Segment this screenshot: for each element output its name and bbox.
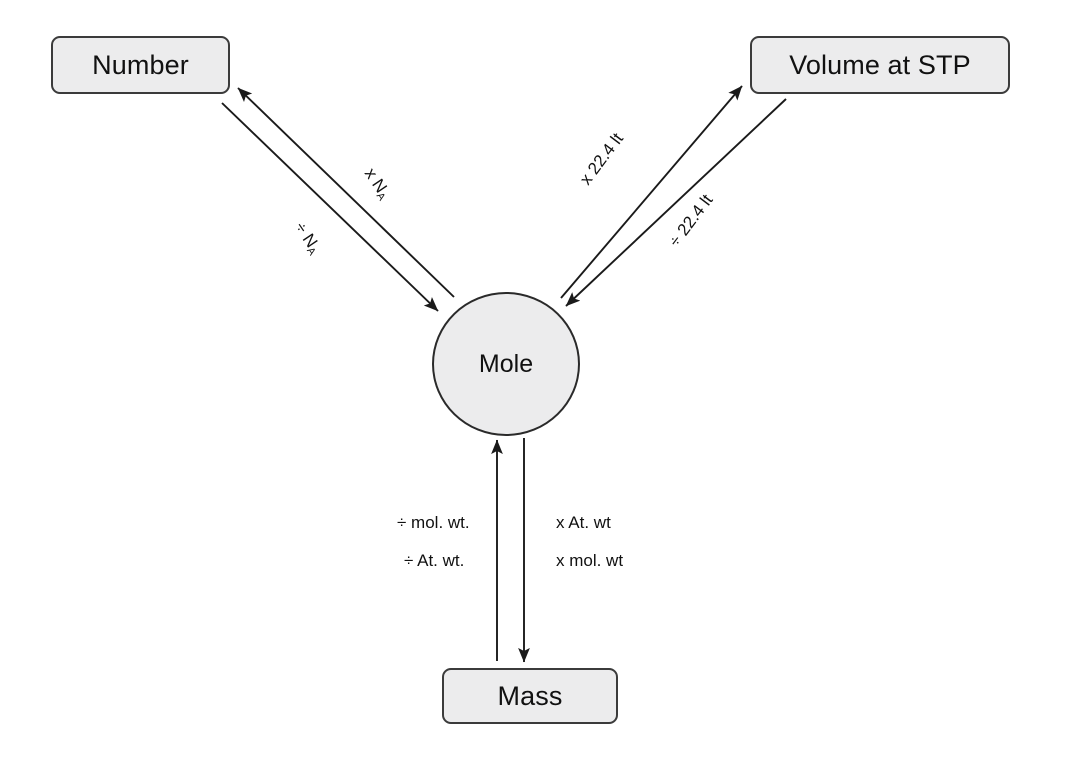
node-mole-label: Mole: [478, 349, 534, 378]
node-mass[interactable]: Mass: [442, 668, 618, 724]
node-mass-label: Mass: [497, 680, 563, 711]
node-volume-at-stp[interactable]: Volume at STP: [750, 36, 1010, 94]
node-number-label: Number: [92, 49, 189, 80]
edge-label-mass-to-mole-secondary: ÷ At. wt.: [404, 551, 465, 570]
edge-number-to-mole: [221, 102, 439, 312]
node-volume-at-stp-label: Volume at STP: [789, 49, 971, 80]
edge-label-mass-to-mole-primary: ÷ mol. wt.: [397, 513, 470, 532]
node-mole[interactable]: Mole: [432, 292, 580, 436]
edge-label-mole-to-mass-secondary: x mol. wt: [556, 551, 624, 570]
edge-mole-to-number: [237, 87, 455, 298]
node-number[interactable]: Number: [51, 36, 230, 94]
edge-label-mole-to-mass-primary: x At. wt: [556, 513, 611, 532]
edge-volume-to-mole: [565, 98, 787, 307]
edge-mole-to-volume: [560, 85, 743, 299]
